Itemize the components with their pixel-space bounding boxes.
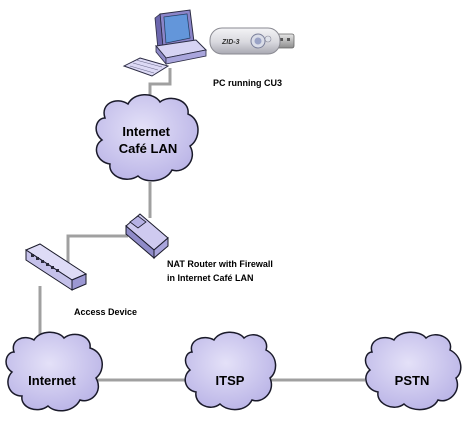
access-device-label: Access Device — [74, 307, 137, 317]
internet-cloud: Internet — [5, 331, 103, 412]
internet-label: Internet — [28, 373, 76, 388]
pc-icon — [122, 9, 208, 77]
itsp-label: ITSP — [216, 373, 245, 388]
access-device-icon — [24, 243, 88, 291]
router-icon — [125, 213, 169, 260]
link-pc-to-cafe-lan — [148, 68, 172, 102]
usb-stick-label: ZID-3 — [221, 39, 240, 46]
pc-label: PC running CU3 — [213, 78, 282, 88]
pstn-label: PSTN — [395, 373, 430, 388]
router-label-line2: in Internet Café LAN — [167, 273, 254, 283]
itsp-cloud: ITSP — [184, 331, 277, 411]
svg-text:Internet Café LAN: Internet Café LAN — [119, 124, 178, 156]
links — [38, 68, 365, 382]
svg-text:NAT Router with Firewall i: NAT Router with Firewall in Internet Caf… — [167, 259, 275, 283]
cafe-lan-cloud: Internet Café LAN — [95, 94, 199, 182]
pstn-cloud: PSTN — [364, 331, 462, 411]
cafe-lan-label-line1: Internet — [122, 124, 170, 139]
router-label-line1: NAT Router with Firewall — [167, 259, 273, 269]
usb-stick-icon: ZID-3 — [209, 27, 295, 55]
cafe-lan-label-line2: Café LAN — [119, 141, 178, 156]
